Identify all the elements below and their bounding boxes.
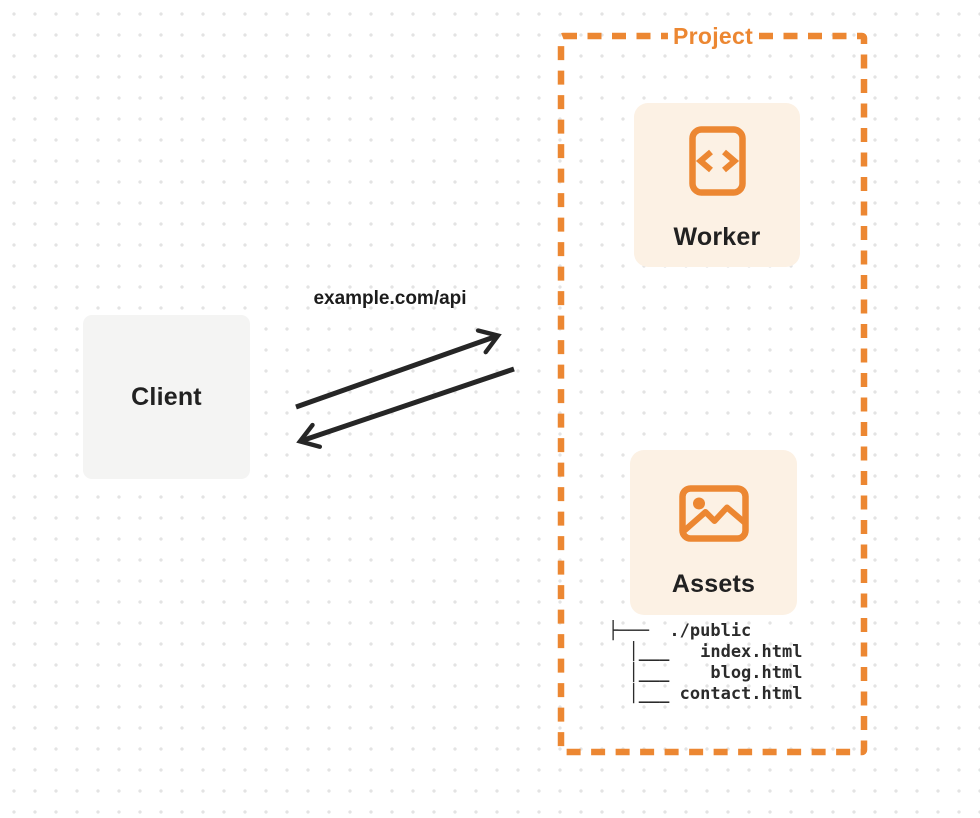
file-tree-item: │___ blog.html <box>608 663 803 683</box>
code-brackets-icon <box>688 126 746 196</box>
assets-node: Assets <box>630 450 797 615</box>
worker-node: Worker <box>634 103 800 267</box>
client-node: Client <box>83 315 250 479</box>
assets-label: Assets <box>671 570 756 598</box>
connection-url-label: example.com/api <box>313 288 467 309</box>
file-tree-root: ├─── ./public <box>608 621 752 641</box>
file-tree: ├─── ./public │___ index.html │___ blog.… <box>608 621 802 705</box>
worker-label: Worker <box>673 223 761 251</box>
request-arrow <box>295 328 502 410</box>
project-label: Project <box>667 21 759 52</box>
response-arrow <box>296 366 515 449</box>
image-icon <box>678 485 749 542</box>
file-tree-item: │___ contact.html <box>608 684 803 704</box>
client-label: Client <box>131 382 202 411</box>
file-tree-item: │___ index.html <box>608 642 803 662</box>
